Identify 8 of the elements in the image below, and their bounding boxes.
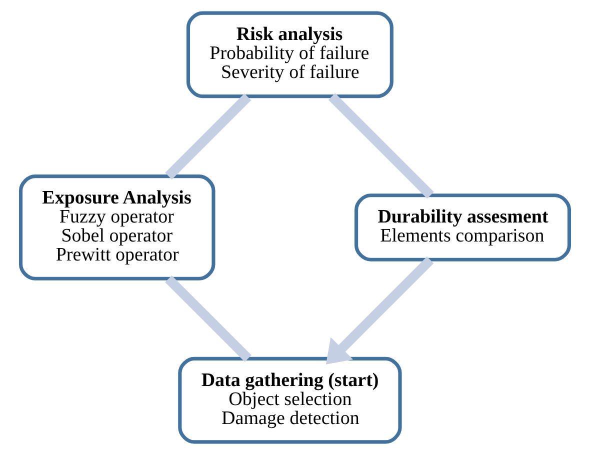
node-box: Durability assesment Elements comparison [354,194,571,262]
connector [328,93,434,199]
node-box: Risk analysis Probability of failure Severity of failure [186,11,393,98]
connector [164,275,251,362]
connector [164,93,251,180]
node-box: Exposure Analysis Fuzzy operator Sobel operator Prewitt operator [18,174,215,280]
node-box: Data gathering (start) Object selection Damage detection [178,356,402,444]
arrow [325,256,434,364]
